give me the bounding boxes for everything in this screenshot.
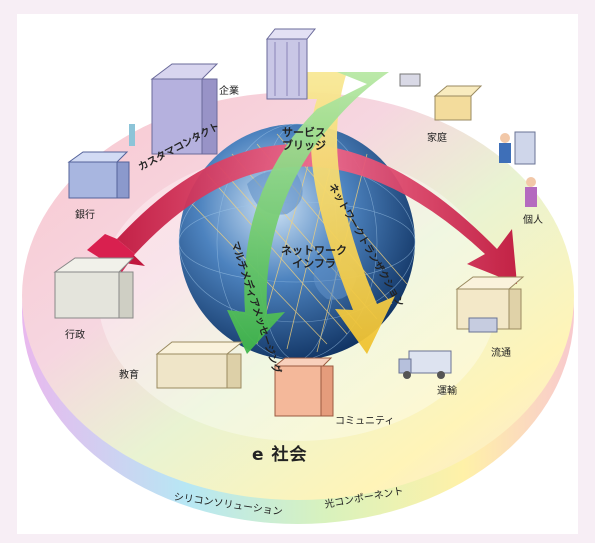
service-bridge-line2: ブリッジ <box>282 139 326 152</box>
node-katei: 家庭 <box>427 133 447 144</box>
network-infra-label: ネットワーク インフラ <box>281 244 347 270</box>
warehouse-icon <box>455 276 525 333</box>
e-society-title: e 社会 <box>252 445 308 465</box>
diagram-canvas: 企業 家庭 銀行 個人 行政 流通 教育 運輸 コミュニティ サービス ブリッジ… <box>17 14 578 534</box>
government-building-icon <box>53 257 135 319</box>
node-unyu: 運輸 <box>437 386 457 397</box>
node-kyoiku: 教育 <box>119 370 139 381</box>
person-icon <box>525 177 537 207</box>
truck-icon <box>398 350 452 379</box>
atm-person-icon <box>499 131 536 165</box>
bank-building-icon <box>67 151 130 199</box>
node-ryutsu: 流通 <box>491 348 511 359</box>
school-building-icon <box>155 341 244 389</box>
network-infra-line2: インフラ <box>292 257 336 270</box>
community-building-icon <box>273 357 334 417</box>
service-bridge-line1: サービス <box>282 126 326 139</box>
node-community: コミュニティ <box>335 416 395 427</box>
yellow-arrow <box>270 72 395 354</box>
green-arrow <box>227 72 389 354</box>
kigyo-tower-icon <box>265 28 317 100</box>
home-icon <box>399 73 483 121</box>
node-kojin: 個人 <box>523 215 543 226</box>
node-kigyo: 企業 <box>219 86 239 97</box>
service-bridge-label: サービス ブリッジ <box>282 126 326 152</box>
node-gyosei: 行政 <box>65 330 85 341</box>
diagram-svg <box>22 28 574 524</box>
office-building-icon <box>129 63 219 155</box>
network-infra-line1: ネットワーク <box>281 244 347 257</box>
node-ginko: 銀行 <box>75 210 95 221</box>
